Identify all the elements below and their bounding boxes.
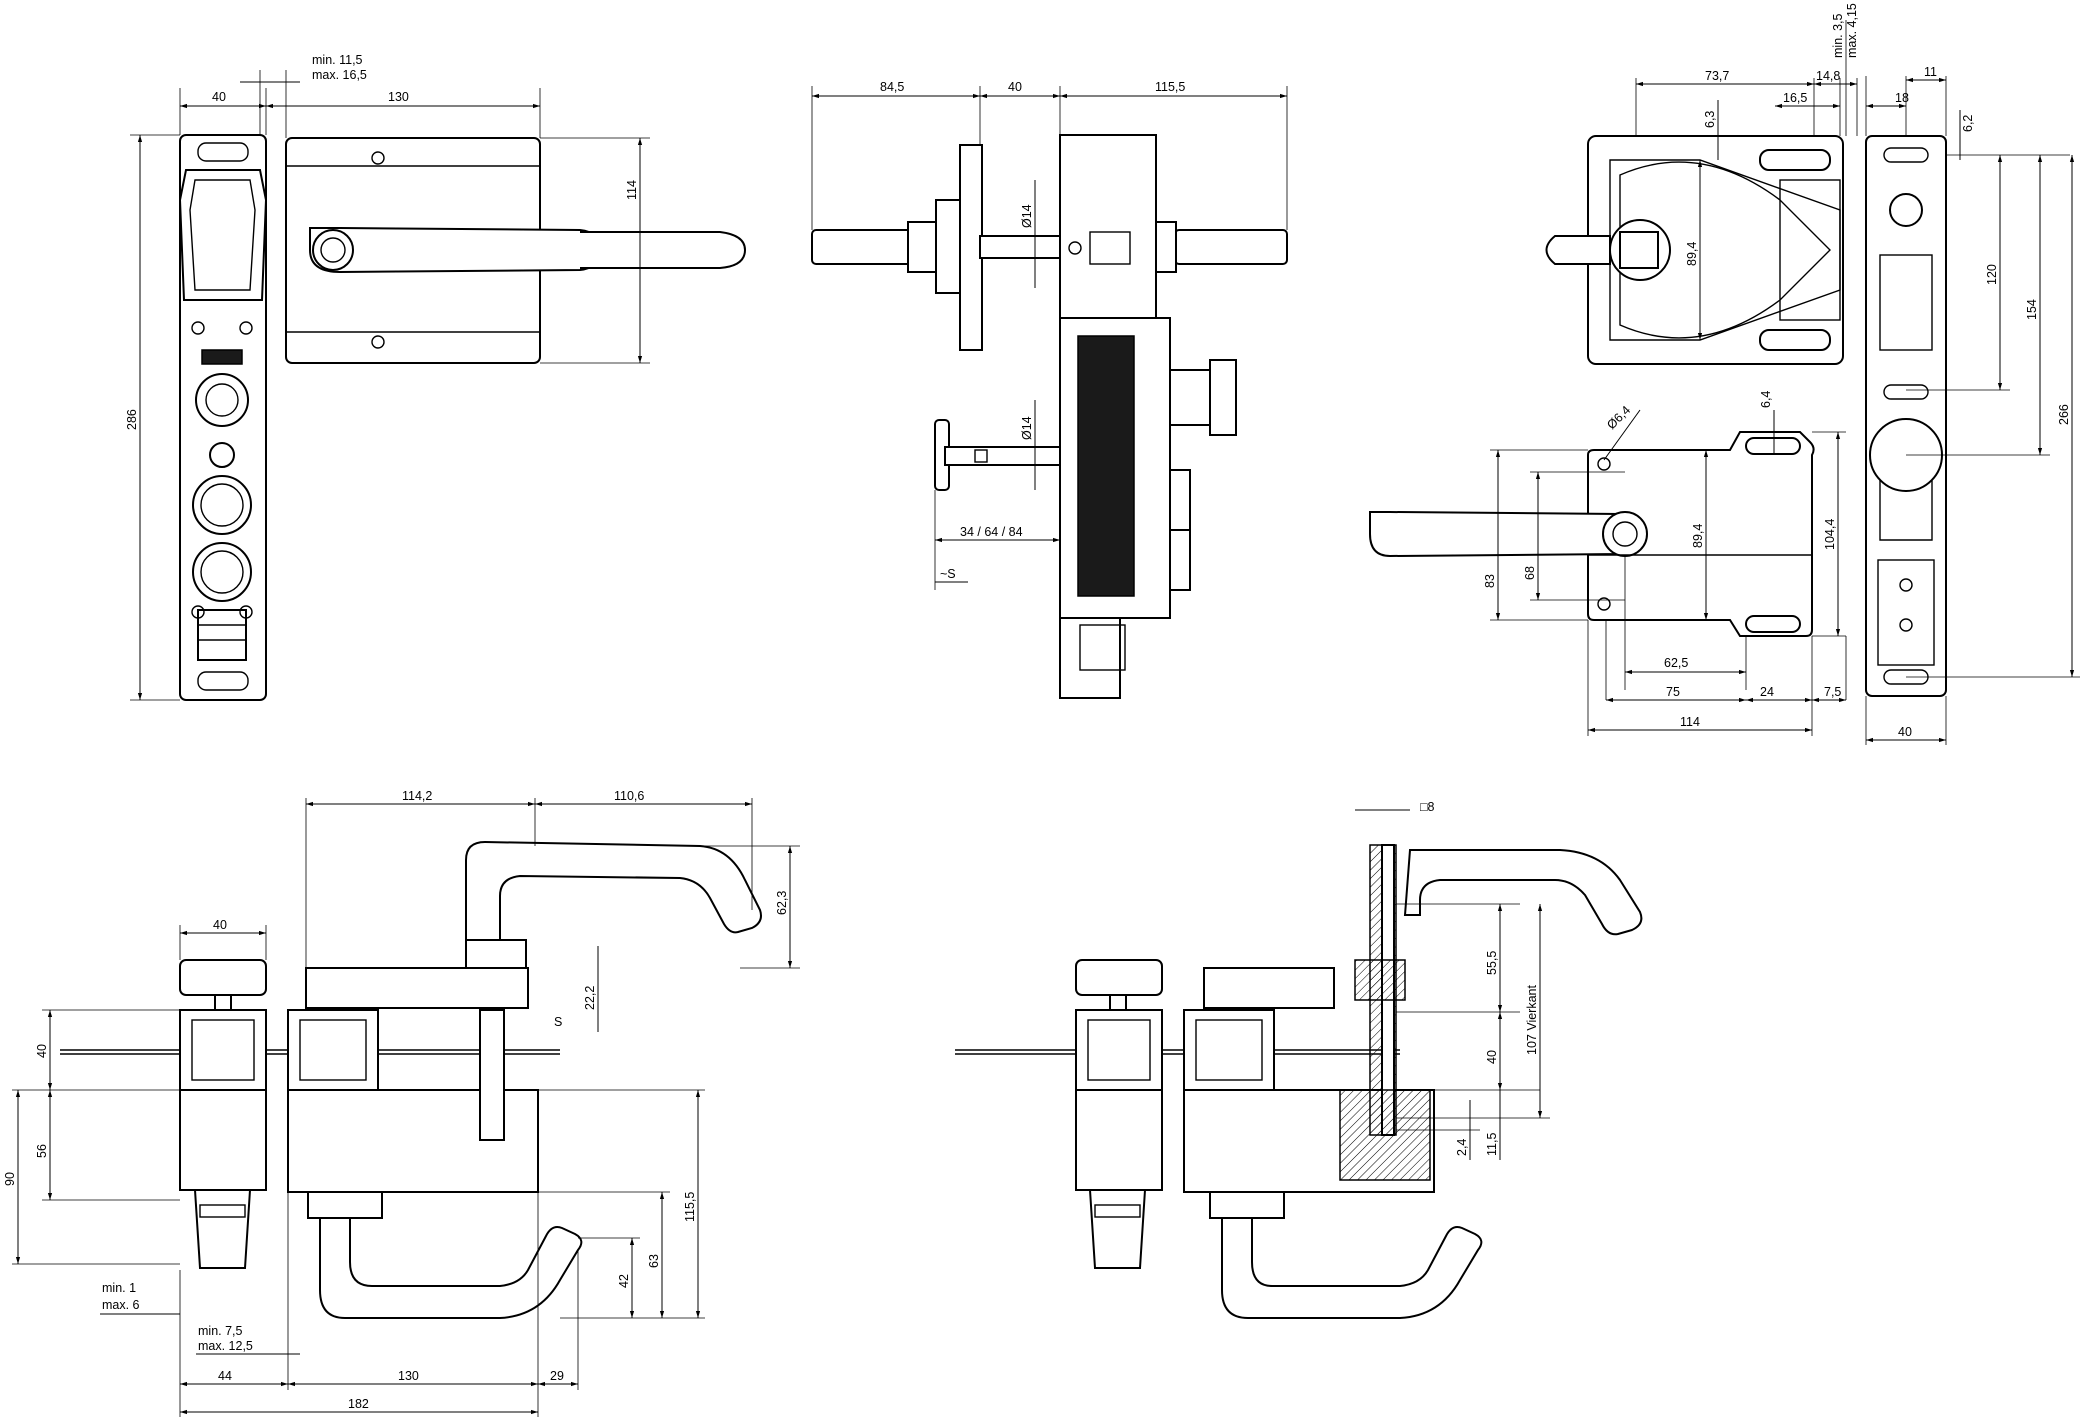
dim-154: 154 — [2025, 299, 2039, 320]
dim-2-4: 2,4 — [1455, 1139, 1469, 1156]
dim-75: 75 — [1666, 685, 1680, 699]
view-rear: 73,7 14,8 16,5 min. 3,5 max. 4,15 11 18 … — [1545, 3, 2080, 745]
dim-40: 40 — [212, 90, 226, 104]
dim-115-5: 115,5 — [1155, 80, 1185, 94]
dim-16-5: 16,5 — [1783, 91, 1807, 105]
dim-dia14-pin: Ø14 — [1020, 416, 1034, 440]
dim-14-8: 14,8 — [1816, 69, 1840, 83]
dim-110-6: 110,6 — [614, 789, 644, 803]
dim-22-2: 22,2 — [583, 986, 597, 1010]
dimensions-view6: □8 55,5 107 Vierkant 40 2,4 11,5 — [1355, 800, 1550, 1160]
dim-73-7: 73,7 — [1705, 69, 1729, 83]
dim-v56: 56 — [35, 1144, 49, 1158]
dim-114: 114 — [625, 180, 639, 200]
dim-266: 266 — [2057, 404, 2071, 425]
dim-dia14-top: Ø14 — [1020, 204, 1034, 228]
dim-min-3-5: min. 3,5 — [1831, 13, 1845, 58]
dim-gap-min: min. 11,5 — [312, 53, 363, 67]
dim-89-4-plate: 89,4 — [1691, 524, 1705, 548]
dim-40-side: 40 — [1008, 80, 1022, 94]
dim-6-2: 6,2 — [1961, 115, 1975, 132]
dim-107-vierkant: 107 Vierkant — [1525, 985, 1539, 1055]
dim-89-4-rear: 89,4 — [1685, 242, 1699, 266]
dim-6-4: 6,4 — [1759, 391, 1773, 408]
dim-63: 63 — [647, 1254, 661, 1268]
dim-s-top: S — [554, 1015, 562, 1029]
dimensions-view5: 114,2 110,6 40 62,3 22,2 S 40 56 90 — [3, 789, 800, 1417]
section-body — [955, 844, 1643, 1319]
dim-square-8: □8 — [1420, 800, 1435, 814]
dim-62-3: 62,3 — [775, 891, 789, 915]
dim-40-rear: 40 — [1898, 725, 1912, 739]
dim-115-5-v: 115,5 — [683, 1192, 697, 1222]
dim-24: 24 — [1760, 685, 1774, 699]
dim-h182: 182 — [348, 1397, 369, 1411]
view-handle-plate: Ø6,4 6,4 89,4 104,4 83 68 62,5 — [1369, 391, 1847, 736]
dim-h29: 29 — [550, 1369, 564, 1383]
top-view-body — [60, 840, 762, 1319]
dim-130: 130 — [388, 90, 409, 104]
dim-pin-lengths: 34 / 64 / 84 — [960, 525, 1023, 539]
side-switch-body — [1059, 317, 1237, 699]
dim-68: 68 — [1523, 566, 1537, 580]
dim-18: 18 — [1895, 91, 1909, 105]
dim-40-section: 40 — [1485, 1050, 1499, 1064]
view-top-left: 40 130 min. 11,5 max. 16,5 114 286 — [125, 53, 747, 701]
dimensions-view1: 40 130 min. 11,5 max. 16,5 114 286 — [125, 53, 650, 701]
dim-40-top: 40 — [213, 918, 227, 932]
dim-h44: 44 — [218, 1369, 232, 1383]
rear-housing — [1545, 135, 1844, 365]
dim-dia6-4: Ø6,4 — [1604, 403, 1633, 432]
dim-11-5: 11,5 — [1485, 1133, 1499, 1156]
switch-housing-front — [178, 134, 268, 701]
dim-55-5: 55,5 — [1485, 951, 1499, 975]
dim-84-5: 84,5 — [880, 80, 904, 94]
dim-max-12-5: max. 12,5 — [198, 1339, 253, 1353]
dim-104-4: 104,4 — [1823, 519, 1837, 550]
dim-max-4-15: max. 4,15 — [1845, 3, 1859, 58]
dim-max-6: max. 6 — [102, 1298, 140, 1312]
side-handle-assembly — [811, 134, 1288, 351]
dim-gap-max: max. 16,5 — [312, 68, 367, 82]
dim-v40: 40 — [35, 1044, 49, 1058]
rear-switch-strip — [1865, 135, 1947, 697]
handle-plate-body — [1369, 431, 1815, 637]
dim-min-1: min. 1 — [102, 1281, 136, 1295]
dim-42: 42 — [617, 1274, 631, 1288]
dim-7-5: 7,5 — [1824, 685, 1841, 699]
side-pin — [934, 419, 1061, 491]
dimensions-view3: 73,7 14,8 16,5 min. 3,5 max. 4,15 11 18 … — [1635, 3, 2080, 745]
dim-s-side: ~S — [940, 567, 956, 581]
dimensions-view2: 84,5 40 115,5 Ø14 Ø14 34 / 64 / 84 ~S — [811, 80, 1288, 590]
dim-h130: 130 — [398, 1369, 419, 1383]
dim-v90: 90 — [3, 1172, 17, 1186]
dimensions-view4: Ø6,4 6,4 89,4 104,4 83 68 62,5 — [1483, 391, 1847, 736]
dim-83: 83 — [1483, 574, 1497, 588]
dim-min-7-5: min. 7,5 — [198, 1324, 243, 1338]
dim-114-2: 114,2 — [402, 789, 432, 803]
handle-plate-front — [285, 137, 747, 364]
dim-114-plate: 114 — [1680, 715, 1700, 729]
view-bottom-left: 114,2 110,6 40 62,3 22,2 S 40 56 90 — [3, 789, 800, 1417]
view-section: □8 55,5 107 Vierkant 40 2,4 11,5 — [955, 800, 1643, 1319]
dim-120: 120 — [1985, 264, 1999, 285]
dim-11: 11 — [1924, 65, 1937, 79]
dim-6-3: 6,3 — [1703, 111, 1717, 128]
dim-286: 286 — [125, 409, 139, 430]
dim-62-5: 62,5 — [1664, 656, 1688, 670]
view-side: 84,5 40 115,5 Ø14 Ø14 34 / 64 / 84 ~S — [811, 80, 1288, 699]
